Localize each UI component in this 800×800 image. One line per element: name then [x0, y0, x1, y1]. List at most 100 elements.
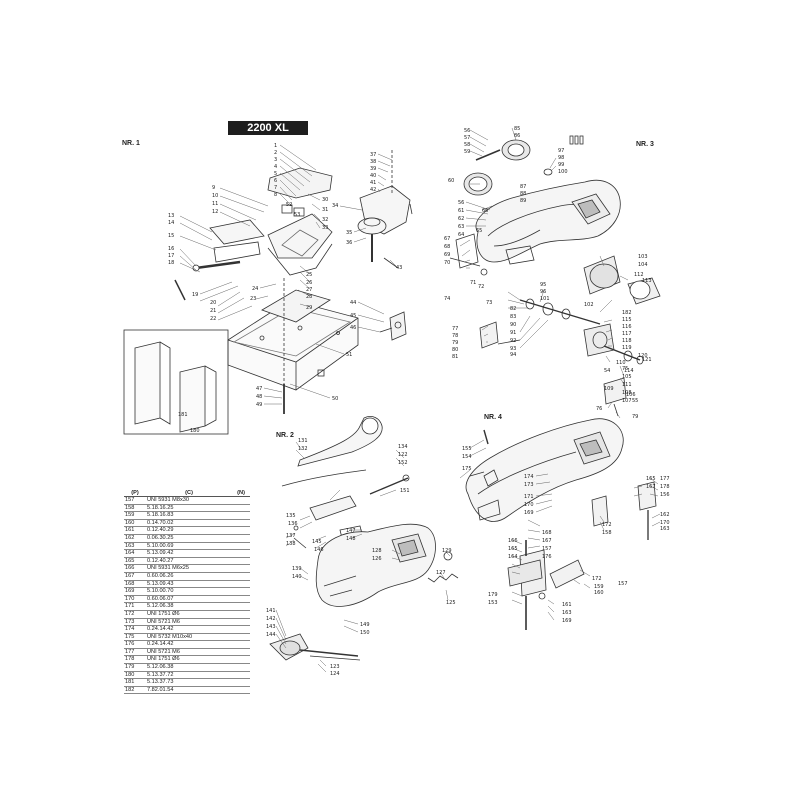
- callout-number: 63: [458, 224, 464, 230]
- part-code-cell: UNI 1751 Ø6: [146, 610, 233, 619]
- callout-number: 156: [660, 492, 670, 498]
- part-note-cell: [232, 678, 250, 687]
- callout-number: 28: [306, 294, 312, 300]
- callout-number: 135: [286, 513, 296, 519]
- part-note-cell: [232, 595, 250, 604]
- part-code-cell: 0.24.14.42: [146, 625, 233, 634]
- callout-number: 52: [286, 202, 292, 208]
- part-number-cell: 163: [124, 542, 146, 551]
- callout-number: 47: [256, 386, 262, 392]
- part-note-cell: [232, 534, 250, 543]
- part-number-cell: 173: [124, 618, 146, 627]
- callout-number: 31: [322, 207, 328, 213]
- callout-number: 70: [444, 260, 450, 266]
- callout-number: 131: [298, 438, 308, 444]
- callout-number: 165: [646, 476, 656, 482]
- callout-number: 1: [274, 143, 277, 149]
- part-note-cell: [232, 511, 250, 520]
- callout-number: 54: [604, 368, 610, 374]
- callout-number: 138: [286, 541, 296, 547]
- part-code-cell: 0.14.70.02: [146, 519, 233, 528]
- callout-number: 16: [168, 246, 174, 252]
- callout-number: 147: [346, 528, 356, 534]
- callout-number: 175: [462, 466, 472, 472]
- callout-number: 30: [322, 197, 328, 203]
- callout-number: 86: [514, 133, 520, 139]
- part-code-cell: UNI 5721 M6: [146, 648, 233, 657]
- callout-number: 91: [510, 330, 516, 336]
- callout-number: 168: [542, 530, 552, 536]
- callout-number: 132: [298, 446, 308, 452]
- callout-number: 69: [444, 252, 450, 258]
- callout-number: 165: [508, 546, 518, 552]
- part-number-cell: 170: [124, 595, 146, 604]
- callout-number: 153: [488, 600, 498, 606]
- part-number-cell: 171: [124, 602, 146, 611]
- part-code-cell: 5.13.09.42: [146, 549, 233, 558]
- callout-number: 18: [168, 260, 174, 266]
- part-code-cell: 0.24.14.42: [146, 640, 233, 649]
- part-number-cell: 181: [124, 678, 146, 687]
- callout-number: 71: [470, 280, 476, 286]
- callout-number: 124: [330, 671, 340, 677]
- callout-number: 181: [178, 412, 188, 418]
- section-label-nr3: NR. 3: [636, 141, 654, 148]
- callout-number: 26: [306, 280, 312, 286]
- part-code-cell: 5.18.16.25: [146, 504, 233, 513]
- callout-number: 95: [540, 282, 546, 288]
- callout-number: 62: [458, 216, 464, 222]
- callout-number: 149: [360, 622, 370, 628]
- callout-number: 15: [168, 233, 174, 239]
- callout-number: 72: [478, 284, 484, 290]
- callout-number: 136: [288, 521, 298, 527]
- part-note-cell: [232, 549, 250, 558]
- section-label-nr1: NR. 1: [122, 140, 140, 147]
- callout-number: 90: [510, 322, 516, 328]
- callout-number: 162: [660, 512, 670, 518]
- callout-number: 33: [322, 225, 328, 231]
- callout-number: 12: [212, 209, 218, 215]
- col-header-c: (C): [146, 490, 233, 497]
- callout-number: 48: [256, 394, 262, 400]
- part-number-cell: 179: [124, 663, 146, 672]
- callout-number: 174: [524, 474, 534, 480]
- callout-number: 103: [638, 254, 648, 260]
- callout-number: 125: [446, 600, 456, 606]
- callout-number: 25: [306, 272, 312, 278]
- callout-number: 64: [458, 232, 464, 238]
- callout-number: 152: [398, 460, 408, 466]
- callout-number: 157: [542, 546, 552, 552]
- callout-number: 102: [584, 302, 594, 308]
- part-note-cell: [232, 618, 250, 627]
- callout-number: 51: [346, 352, 352, 358]
- part-note-cell: [232, 633, 250, 642]
- callout-number: 10: [212, 193, 218, 199]
- callout-number: 159: [594, 584, 604, 590]
- callout-number: 98: [558, 155, 564, 161]
- callout-number: 176: [542, 554, 552, 560]
- callout-number: 46: [350, 325, 356, 331]
- callout-number: 27: [306, 287, 312, 293]
- callout-number: 82: [510, 306, 516, 312]
- callout-number: 101: [540, 296, 550, 302]
- callout-number: 108: [622, 390, 632, 396]
- callout-number: 78: [452, 333, 458, 339]
- part-note-cell: [232, 655, 250, 665]
- part-note-cell: [232, 519, 250, 528]
- callout-number: 170: [660, 520, 670, 526]
- section-label-nr4: NR. 4: [484, 414, 502, 421]
- part-number-cell: 160: [124, 519, 146, 528]
- callout-number: 145: [312, 539, 322, 545]
- callout-number: 143: [266, 624, 276, 630]
- callout-number: 160: [594, 590, 604, 596]
- callout-number: 5: [274, 171, 277, 177]
- callout-number: 59: [464, 149, 470, 155]
- callout-number: 163: [660, 526, 670, 532]
- callout-number: 182: [622, 310, 632, 316]
- part-number-cell: 161: [124, 526, 146, 535]
